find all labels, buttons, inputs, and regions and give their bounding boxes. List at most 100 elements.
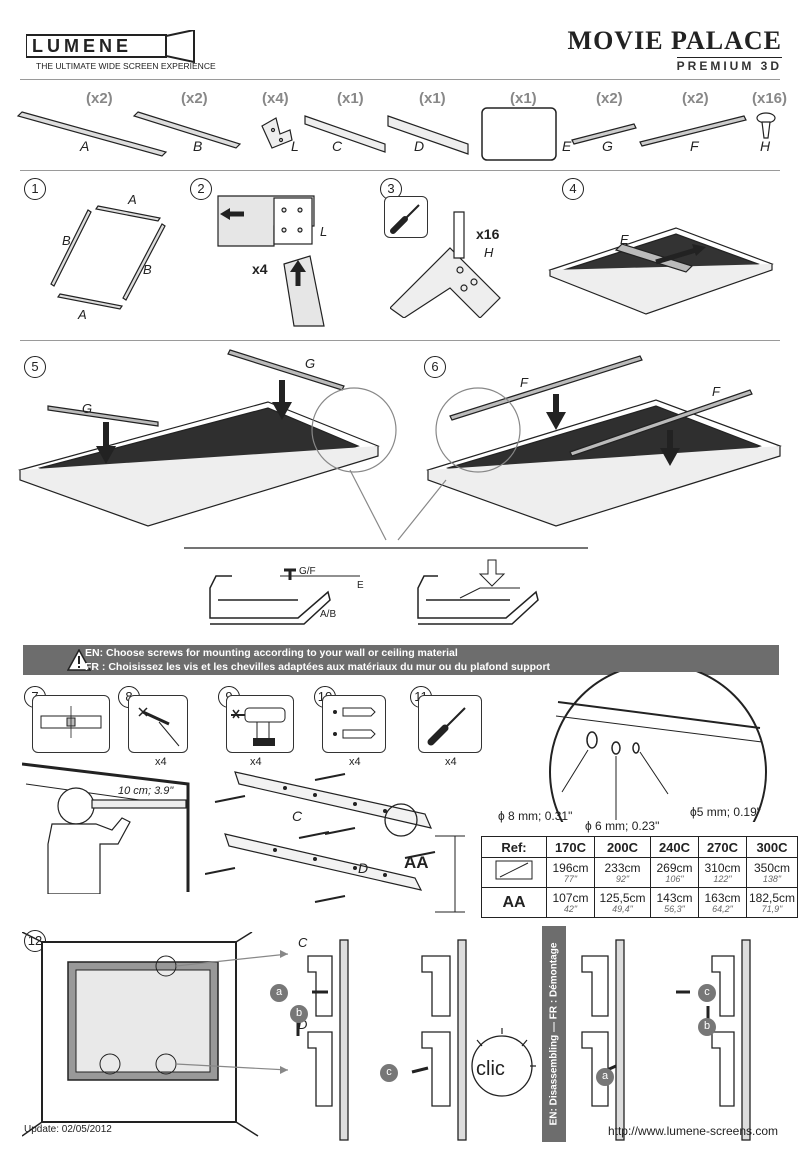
step-badge-b: b: [698, 1018, 716, 1036]
aa-cm: 143cm: [656, 890, 693, 905]
table-header-ref: Ref:: [481, 836, 547, 858]
aa-cm: 182,5cm: [748, 890, 796, 905]
step2-label-l: L: [320, 224, 328, 239]
logo-wordmark: LUMENE: [32, 36, 132, 56]
hole-label-6mm: ϕ 6 mm; 0.23": [585, 819, 660, 833]
step7-level-box: [32, 695, 110, 753]
divider: [20, 79, 780, 80]
bracket-label-d: D: [358, 860, 369, 876]
hole-label-8mm: ϕ 8 mm; 0.31": [498, 809, 573, 823]
mount-label-d: D: [298, 1017, 308, 1032]
step1-label-b-right: B: [143, 262, 152, 277]
step8-pencil-box: [128, 695, 188, 753]
part-l-corner: [261, 117, 293, 149]
profile-label-gf: G/F: [299, 566, 316, 577]
step-badge-b: b: [290, 1005, 308, 1023]
step-badge-c: c: [698, 984, 716, 1002]
step-number-2: 2: [190, 178, 212, 200]
step6-label-f-right: F: [712, 384, 720, 399]
aa-in: 64,2": [712, 903, 733, 914]
badge-text: a: [275, 986, 283, 998]
disassembly-text: EN: Disassembling — FR : Démontage: [548, 942, 560, 1126]
step7-dimension: 10 cm; 3.9": [118, 785, 174, 797]
diag-cm: 310cm: [704, 860, 741, 875]
part-qty-h: (x16): [752, 90, 788, 107]
badge-text: a: [601, 1070, 609, 1082]
clic-label: clic: [476, 1058, 505, 1080]
disassembly-banner: EN: Disassembling — FR : Démontage: [542, 926, 566, 1142]
brackets-diagram: [205, 771, 465, 913]
part-qty-l: (x4): [262, 90, 289, 107]
badge-text: b: [295, 1007, 303, 1019]
step11-screwdriver-box: [418, 695, 482, 753]
badge-text: b: [703, 1020, 711, 1032]
diagonal-icon: [481, 857, 547, 888]
profile-label-e: E: [357, 580, 364, 591]
diag-in: 138": [762, 873, 782, 884]
brand-tagline: THE ULTIMATE WIDE SCREEN EXPERIENCE: [36, 61, 216, 71]
step-number-6: 6: [424, 356, 446, 378]
step5-label-g-right: G: [305, 356, 316, 371]
part-a-rail: [16, 111, 168, 157]
diag-in: 77": [563, 873, 578, 884]
step10-anchor-box: [322, 695, 386, 753]
mounting-sequence: [296, 939, 751, 1141]
part-label-f: F: [690, 138, 699, 154]
step2-count: x4: [252, 261, 268, 277]
parts-illustration: [16, 107, 776, 161]
aa-in: 71,9": [761, 903, 783, 914]
diag-cm: 350cm: [753, 860, 791, 875]
warning-icon: [67, 649, 91, 671]
diag-cm: 196cm: [552, 860, 589, 875]
step-number-1: 1: [24, 178, 46, 200]
part-label-e: E: [562, 138, 572, 154]
step10-count: x4: [349, 756, 361, 768]
part-label-c: C: [332, 138, 343, 154]
step-badge-a: a: [270, 984, 288, 1002]
warning-text-fr: FR : Choisissez les vis et les chevilles…: [85, 661, 551, 673]
product-name: MOVIE PALACE: [567, 26, 782, 55]
part-qty-e: (x1): [510, 90, 537, 107]
diag-in: 122": [713, 873, 732, 884]
step5-label-g-left: G: [82, 401, 93, 416]
diag-in: 106": [665, 873, 684, 884]
holes-detail: [549, 672, 767, 822]
table-label-aa: AA: [481, 887, 547, 918]
update-date: Update: 02/05/2012: [24, 1124, 112, 1135]
profile-label-ab: A/B: [320, 609, 337, 620]
divider: [20, 170, 780, 171]
step4-label-e: E: [620, 232, 629, 247]
badge-text: c: [704, 986, 710, 998]
part-qty-a: (x2): [86, 90, 113, 107]
part-label-d: D: [414, 138, 425, 154]
aa-in: 56,3": [664, 903, 685, 914]
part-g-rod: [571, 123, 637, 145]
step11-count: x4: [445, 756, 457, 768]
step1-label-a-bottom: A: [78, 307, 87, 322]
step-number-4: 4: [562, 178, 584, 200]
diag-in: 92": [615, 873, 630, 884]
part-label-b: B: [193, 138, 203, 154]
mount-label-c: C: [298, 935, 308, 950]
table-header-model: 270C: [698, 836, 747, 858]
step3-screw-diagram: [390, 211, 501, 318]
step-badge-a: a: [596, 1068, 614, 1086]
part-f-rod: [639, 115, 747, 147]
divider: [20, 340, 780, 341]
dimension-aa: AA: [404, 853, 429, 872]
bracket-label-c: C: [292, 808, 303, 824]
diag-cm: 269cm: [656, 860, 693, 875]
part-label-g: G: [602, 138, 613, 154]
aa-cm: 163cm: [704, 890, 741, 905]
part-qty-d: (x1): [419, 90, 446, 107]
part-qty-f: (x2): [682, 90, 709, 107]
website-link[interactable]: http://www.lumene-screens.com: [607, 1124, 778, 1138]
part-d-bracket: [387, 115, 469, 155]
aa-in: 42": [563, 903, 578, 914]
part-label-h: H: [760, 138, 771, 154]
step5-rod-diagram: [18, 349, 397, 527]
step3-label-h: H: [484, 245, 494, 260]
level-tool-icon: [40, 706, 102, 738]
